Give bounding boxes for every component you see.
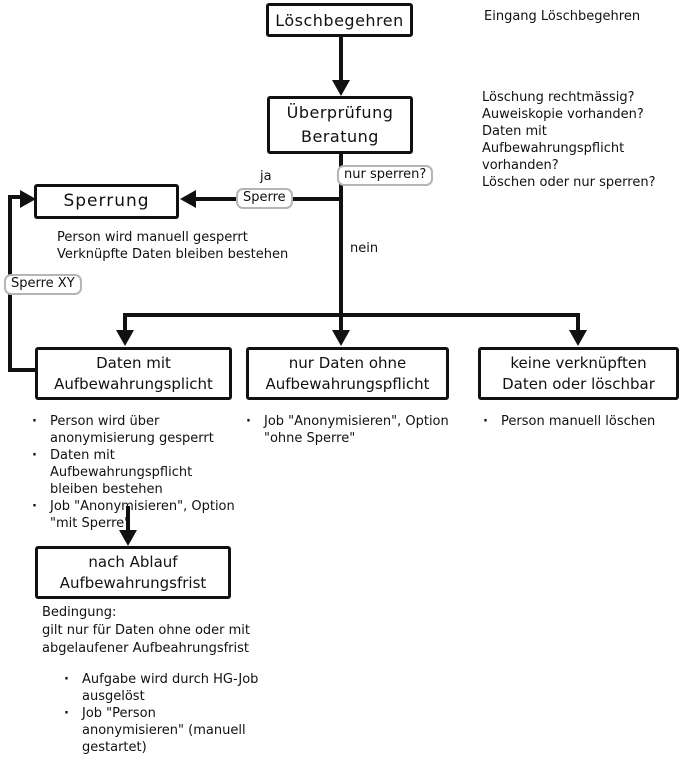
edge-sperre-xy-bottom-stub <box>8 368 37 372</box>
node-nach-ablauf-aufbewahrungsfrist: nach Ablauf Aufbewahrungsfrist <box>35 546 231 599</box>
edge-label-ja: ja <box>260 169 272 184</box>
annotation-eingang-loeschbegehren: Eingang Löschbegehren <box>484 9 641 24</box>
node-sperrung: Sperrung <box>34 184 179 219</box>
annotation-sperrung-note: Person wird manuell gesperrt Verknüpfte … <box>57 230 289 262</box>
arrowhead-after-expiry <box>119 530 137 546</box>
list-no-linked-notes: Person manuell löschen <box>481 413 691 430</box>
node-daten-mit-aufbewahrungspflicht: Daten mit Aufbewahrungsplicht <box>35 347 232 400</box>
list-item: Job "Anonymisieren", Option "mit Sperre" <box>30 498 245 532</box>
arrowhead-sperrung-right <box>180 190 196 208</box>
list-item: Person wird über anonymisierung gesperrt <box>30 413 245 447</box>
arrowhead-sperrung-left <box>20 190 36 208</box>
node-loeschbegehren: Löschbegehren <box>266 3 413 37</box>
edge-sperre-xy-top-stub <box>8 195 22 199</box>
arrowhead-no-linked <box>569 330 587 346</box>
arrowhead-review <box>332 80 350 96</box>
annotation-review-questions: Löschung rechtmässig? Auweiskopie vorhan… <box>482 90 656 190</box>
arrowhead-retention <box>116 330 134 346</box>
edge-drop-right-line <box>576 313 580 332</box>
list-item: Aufgabe wird durch HG-Job ausgelöst <box>62 671 282 705</box>
edge-drop-left-line <box>123 313 127 332</box>
edge-label-nein: nein <box>350 241 379 256</box>
edge-badge-sperre-xy: Sperre XY <box>4 274 82 295</box>
annotation-bedingung: Bedingung: gilt nur für Daten ohne oder … <box>42 605 251 656</box>
list-item: Person manuell löschen <box>481 413 691 430</box>
list-no-retention-notes: Job "Anonymisieren", Option "ohne Sperre… <box>244 413 454 447</box>
list-item: Job "Person anonymisieren" (manuell gest… <box>62 705 282 756</box>
node-ueberpruefung-beratung: Überprüfung Beratung <box>267 96 413 154</box>
edge-distribution-bar <box>125 313 580 317</box>
edge-badge-nur-sperren: nur sperren? <box>337 165 434 186</box>
edge-start-review-line <box>339 35 343 81</box>
node-nur-daten-ohne-aufbewahrungspflicht: nur Daten ohne Aufbewahrungspflicht <box>246 347 449 400</box>
edge-badge-sperre: Sperre <box>236 188 293 209</box>
list-after-expiry-notes: Aufgabe wird durch HG-Job ausgelöst Job … <box>62 671 282 756</box>
edge-trunk-line <box>339 152 343 332</box>
arrowhead-no-retention <box>332 330 350 346</box>
node-keine-verknuepften-daten: keine verknüpften Daten oder löschbar <box>478 347 679 400</box>
list-item: Daten mit Aufbewahrungspflicht bleiben b… <box>30 447 245 498</box>
list-retention-notes: Person wird über anonymisierung gesperrt… <box>30 413 245 532</box>
list-item: Job "Anonymisieren", Option "ohne Sperre… <box>244 413 454 447</box>
